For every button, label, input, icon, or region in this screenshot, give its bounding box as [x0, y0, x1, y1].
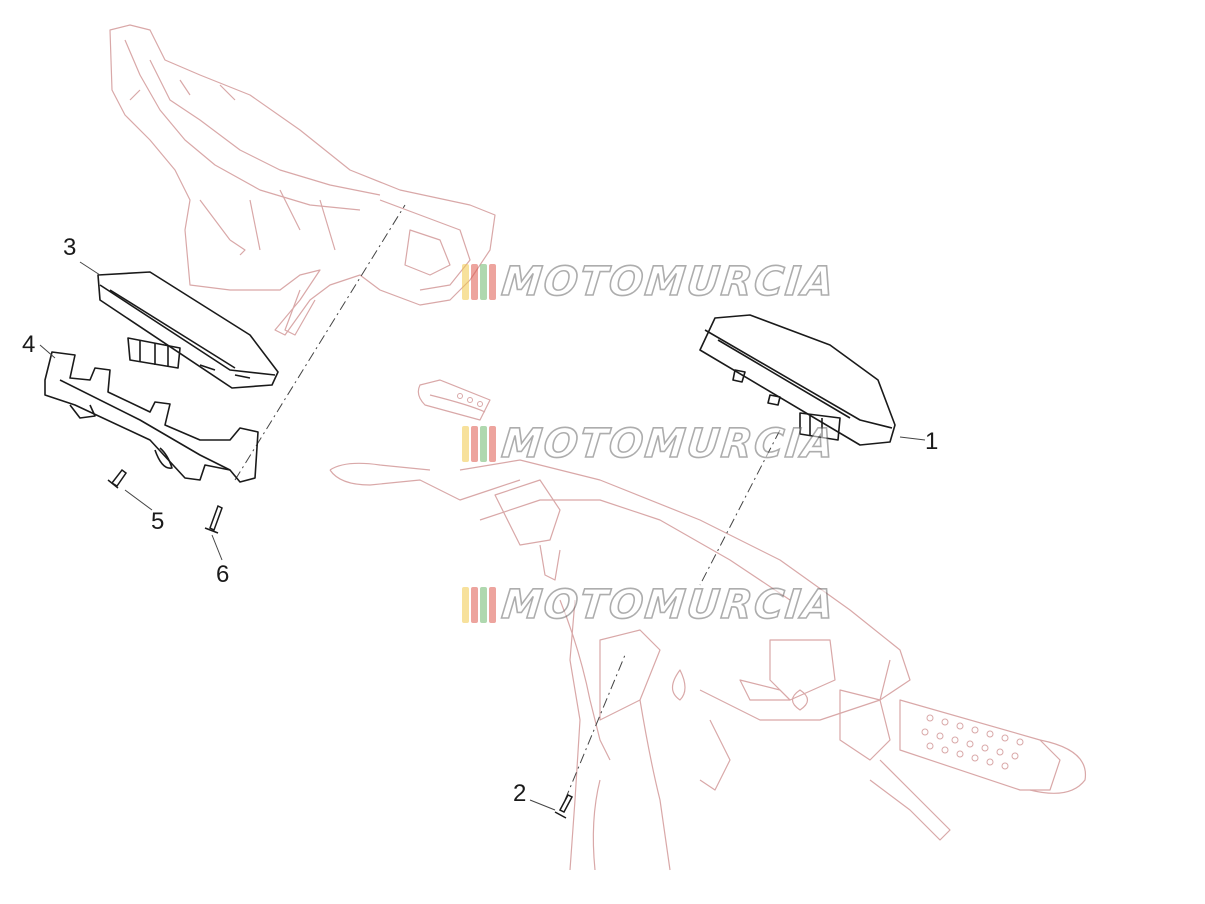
callout-3: 3	[63, 234, 77, 261]
watermark-text: MOTOMURCIA	[499, 581, 839, 629]
grip-dots	[457, 393, 1024, 770]
watermark-text: MOTOMURCIA	[499, 420, 839, 468]
part-5-screw	[107, 468, 128, 489]
part-2-screw	[554, 794, 574, 819]
callout-2: 2	[513, 780, 527, 807]
leader-lines	[39, 261, 926, 811]
handlebar-cover-ghost	[109, 24, 496, 336]
callout-6: 6	[216, 561, 230, 588]
part-6-screw	[204, 504, 223, 534]
handlebar-assembly-ghost	[329, 379, 1087, 871]
watermark-logo-top: MOTOMURCIA	[462, 258, 839, 306]
watermark-text: MOTOMURCIA	[499, 258, 839, 306]
watermark-flag-icon	[462, 587, 498, 623]
watermark-flag-icon	[462, 264, 498, 300]
callout-5: 5	[151, 508, 165, 535]
watermark-logo-middle: MOTOMURCIA	[462, 420, 839, 468]
assembly-axis-lines	[234, 204, 781, 801]
part-1-dashboard-display	[699, 314, 896, 446]
watermark-flag-icon	[462, 426, 498, 462]
callout-4: 4	[22, 331, 36, 358]
callout-1: 1	[925, 428, 939, 455]
part-4-mounting-bracket	[44, 351, 259, 483]
part-3-dashboard-display	[97, 271, 279, 389]
watermark-logo-bottom: MOTOMURCIA	[462, 581, 839, 629]
